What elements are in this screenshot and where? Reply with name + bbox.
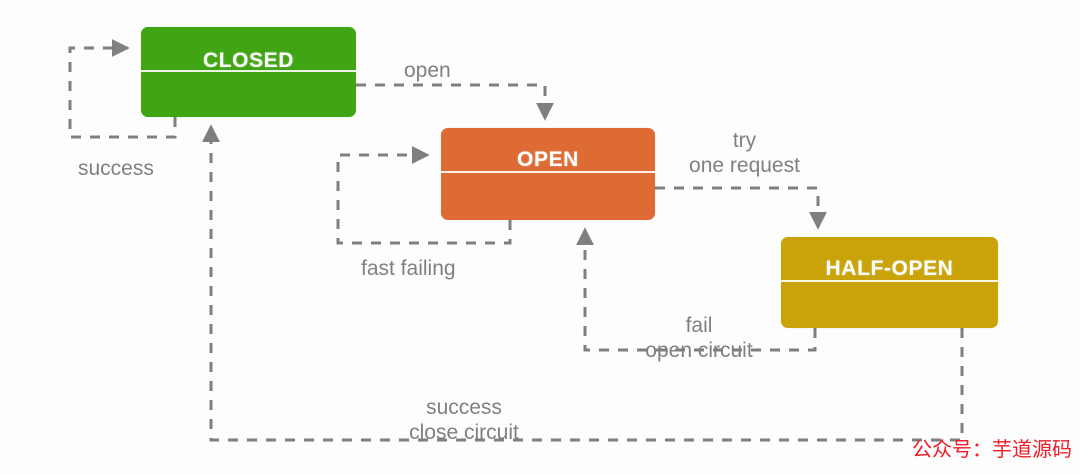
state-label-closed: CLOSED	[202, 49, 295, 72]
edge-label-try-line2: one request	[689, 154, 800, 177]
edge-label-try-line1: try	[732, 129, 757, 152]
state-box-closed[interactable]: CLOSED	[141, 27, 356, 117]
edge-label-fail-line2: open circuit	[645, 339, 753, 362]
state-label-half-open: HALF-OPEN	[825, 257, 954, 280]
state-divider-half-open	[781, 280, 998, 282]
state-divider-open	[441, 171, 655, 173]
edge-fail-open-circuit	[576, 227, 817, 352]
edge-try-one-request	[655, 186, 827, 230]
edge-label-success-close-circuit: success close circuit	[390, 395, 538, 445]
edge-label-try-one-request: try one request	[678, 128, 811, 178]
watermark-text: 公众号：芋道源码	[912, 437, 1072, 461]
edge-label-close-line2: close circuit	[409, 421, 519, 444]
edge-label-success: success	[78, 157, 154, 180]
edge-fast-failing	[336, 146, 512, 245]
edge-label-fail-line1: fail	[685, 314, 713, 337]
state-box-open[interactable]: OPEN	[441, 128, 655, 220]
edge-open	[356, 83, 554, 121]
edge-label-fast-failing: fast failing	[361, 257, 456, 280]
state-box-half-open[interactable]: HALF-OPEN	[781, 237, 998, 328]
state-divider-closed	[141, 70, 356, 72]
state-label-open: OPEN	[517, 148, 579, 171]
edge-label-fail-open-circuit: fail open circuit	[625, 313, 773, 363]
edge-label-close-line1: success	[426, 396, 502, 419]
edge-success-loop	[68, 39, 177, 139]
edge-label-open: open	[404, 59, 451, 82]
